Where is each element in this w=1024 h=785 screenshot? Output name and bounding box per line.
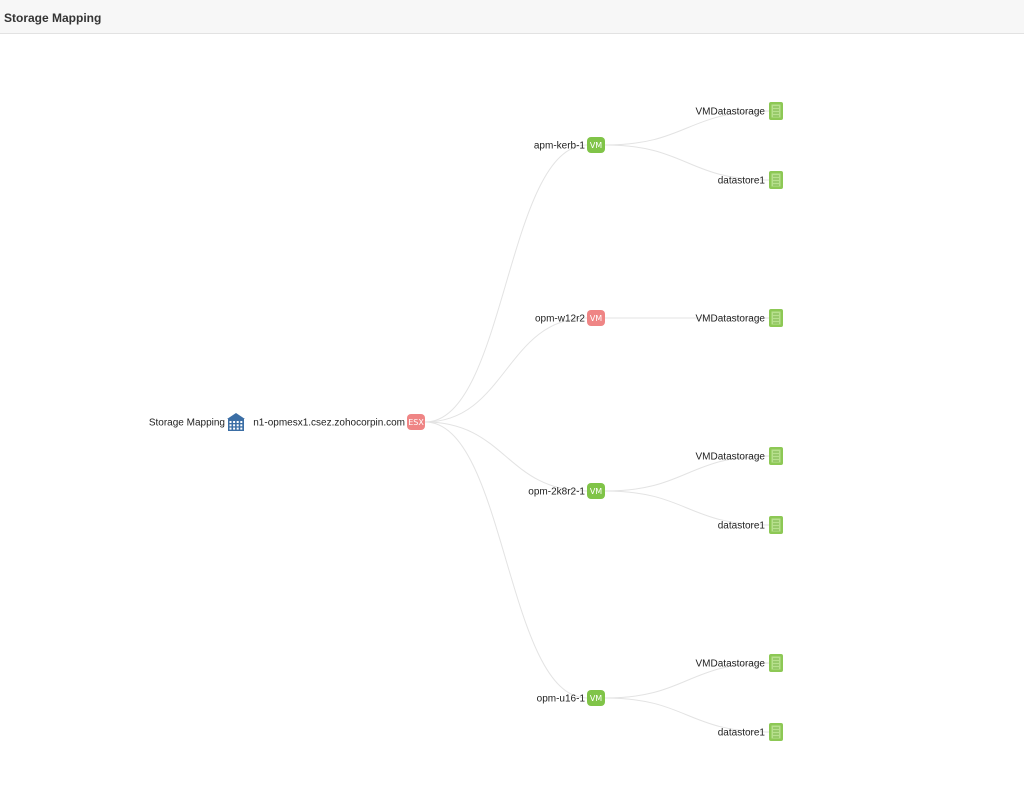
building-icon[interactable] xyxy=(227,413,245,431)
tree-link xyxy=(424,317,588,423)
tree-link xyxy=(604,490,770,526)
vm-badge[interactable]: VM xyxy=(587,690,605,706)
tree-link xyxy=(424,421,588,492)
svg-text:VM: VM xyxy=(590,141,602,150)
tree-link xyxy=(424,421,588,699)
datastore-icon[interactable] xyxy=(769,171,783,189)
tree-nodes: Storage Mapping n1-opmesx1.csez.zohocorpi… xyxy=(149,102,783,741)
vm-node-label[interactable]: opm-u16-1 xyxy=(537,694,586,705)
tree-link xyxy=(604,110,770,146)
datastore-icon[interactable] xyxy=(769,516,783,534)
vm-node-label[interactable]: opm-2k8r2-1 xyxy=(528,487,585,498)
datastore-icon[interactable] xyxy=(769,723,783,741)
datastore-node-label[interactable]: VMDatastorage xyxy=(696,659,766,670)
datastore-node-label[interactable]: VMDatastorage xyxy=(696,314,766,325)
root-node-label[interactable]: Storage Mapping xyxy=(149,418,225,429)
esx-host-badge[interactable]: ESX xyxy=(407,414,425,430)
page-header: Storage Mapping xyxy=(0,0,1024,34)
datastore-icon[interactable] xyxy=(769,447,783,465)
tree-link xyxy=(604,144,770,181)
datastore-node-label[interactable]: datastore1 xyxy=(718,176,766,187)
vm-badge[interactable]: VM xyxy=(587,483,605,499)
datastore-icon[interactable] xyxy=(769,654,783,672)
vm-badge[interactable]: VM xyxy=(587,137,605,153)
tree-links xyxy=(424,110,770,733)
datastore-icon[interactable] xyxy=(769,102,783,120)
page-title: Storage Mapping xyxy=(4,11,102,25)
svg-text:VM: VM xyxy=(590,314,602,323)
datastore-node-label[interactable]: datastore1 xyxy=(718,521,766,532)
datastore-node-label[interactable]: VMDatastorage xyxy=(696,107,766,118)
tree-link xyxy=(604,662,770,699)
svg-text:VM: VM xyxy=(590,694,602,703)
tree-link xyxy=(424,144,588,423)
vm-node-label[interactable]: apm-kerb-1 xyxy=(534,141,586,152)
vm-node-label[interactable]: opm-w12r2 xyxy=(535,314,585,325)
svg-text:ESX: ESX xyxy=(408,418,424,427)
tree-link xyxy=(604,697,770,733)
datastore-node-label[interactable]: VMDatastorage xyxy=(696,452,766,463)
datastore-icon[interactable] xyxy=(769,309,783,327)
tree-link xyxy=(604,455,770,492)
datastore-node-label[interactable]: datastore1 xyxy=(718,728,766,739)
host-node-label[interactable]: n1-opmesx1.csez.zohocorpin.com xyxy=(253,418,405,429)
vm-badge[interactable]: VM xyxy=(587,310,605,326)
svg-text:VM: VM xyxy=(590,487,602,496)
